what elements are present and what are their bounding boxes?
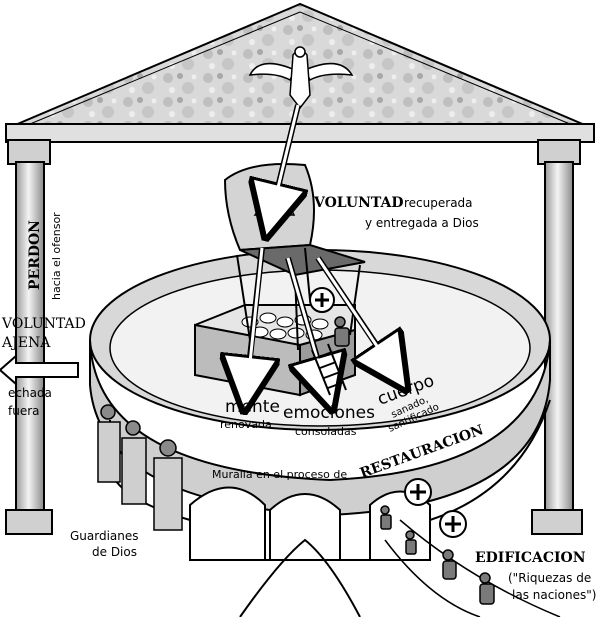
right-column	[531, 139, 583, 535]
guardian-figures	[97, 404, 183, 531]
guardianes-1: Guardianes	[70, 529, 139, 543]
mente-label: mente	[225, 397, 280, 417]
muralla-label: Muralla en el proceso de	[212, 468, 347, 481]
echada-1: echada	[8, 386, 52, 400]
voluntad-ajena-2: AJENA	[1, 335, 51, 351]
voluntad-line2: y entregada a Dios	[365, 216, 479, 230]
perdon-label: PERDON	[27, 220, 43, 290]
voluntad-title: VOLUNTAD	[313, 195, 404, 211]
perdon-sub: hacia el ofensor	[50, 212, 63, 300]
edificacion-label: EDIFICACION	[475, 550, 586, 566]
ground-path	[239, 519, 561, 617]
left-column	[5, 139, 53, 535]
guardianes-2: de Dios	[92, 545, 137, 559]
riquezas-1: ("Riquezas de	[508, 571, 591, 585]
plus-icon	[309, 287, 335, 313]
spirit-arrows-inner	[247, 104, 387, 373]
ladder	[311, 343, 347, 396]
plus-icon	[404, 478, 432, 506]
riquezas-2: las naciones")	[512, 588, 596, 602]
worker-figures	[334, 316, 495, 605]
arrow-left-icon	[0, 353, 79, 387]
plus-icon	[439, 510, 467, 538]
emociones-sub: consoladas	[295, 425, 357, 438]
dove-icon	[248, 46, 354, 110]
voluntad-rest: recuperada	[404, 196, 473, 210]
emociones-label: emociones	[283, 403, 375, 423]
mente-sub: renovada	[220, 418, 272, 431]
voluntad-ajena-1: VOLUNTAD	[1, 316, 86, 332]
echada-2: fuera	[8, 404, 40, 418]
